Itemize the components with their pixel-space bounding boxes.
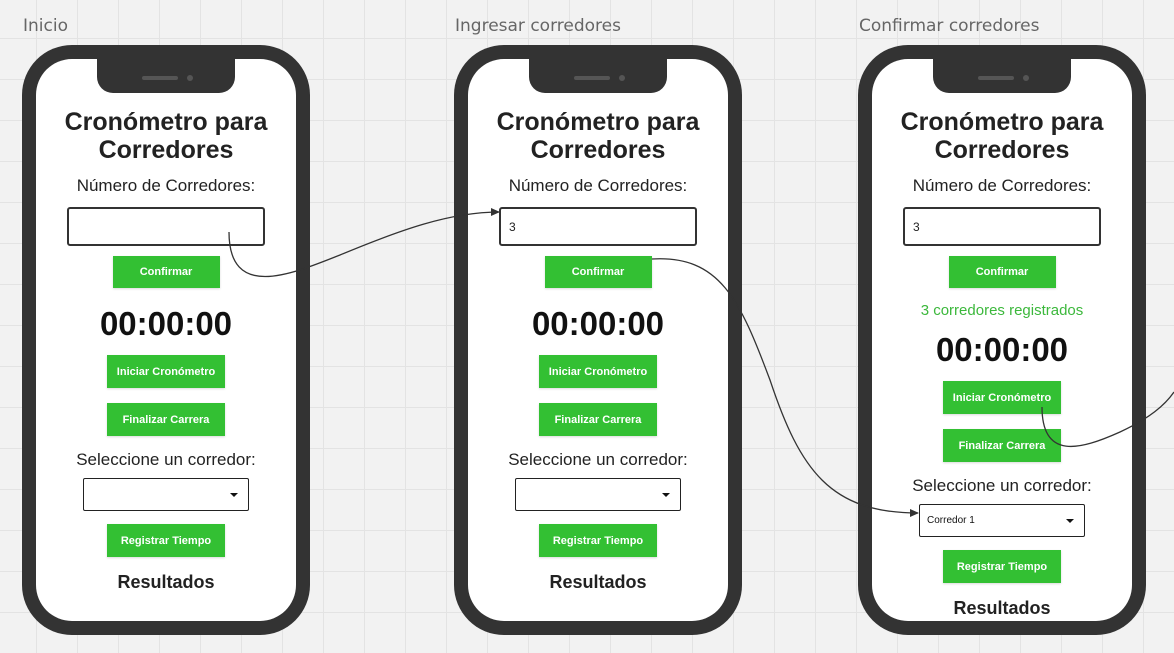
- runners-count-label: Número de Corredores:: [912, 176, 1092, 195]
- start-timer-button[interactable]: Iniciar Cronómetro: [943, 381, 1061, 414]
- confirm-button[interactable]: Confirmar: [544, 256, 652, 288]
- select-runner-label: Seleccione un corredor:: [76, 450, 256, 469]
- speaker-icon: [142, 76, 178, 80]
- camera-icon: [1023, 75, 1029, 81]
- frame-label-confirmar: Confirmar corredores: [859, 16, 1040, 36]
- runners-count-label: Número de Corredores:: [76, 176, 256, 195]
- phone-frame-ingresar: Cronómetro para Corredores Número de Cor…: [454, 45, 742, 635]
- register-time-button[interactable]: Registrar Tiempo: [539, 524, 657, 557]
- finish-race-button[interactable]: Finalizar Carrera: [539, 403, 657, 436]
- phone-frame-inicio: Cronómetro para Corredores Número de Cor…: [22, 45, 310, 635]
- camera-icon: [187, 75, 193, 81]
- phone-notch: [529, 59, 667, 93]
- runners-count-label: Número de Corredores:: [508, 176, 688, 195]
- phone-screen: Cronómetro para Corredores Número de Cor…: [36, 59, 296, 621]
- speaker-icon: [978, 76, 1014, 80]
- camera-icon: [619, 75, 625, 81]
- app-title: Cronómetro para Corredores: [900, 108, 1104, 164]
- timer-display: 00:00:00: [99, 305, 233, 342]
- results-heading: Resultados: [117, 572, 215, 592]
- registered-status-message: 3 corredores registrados: [920, 302, 1084, 319]
- confirm-button[interactable]: Confirmar: [112, 256, 220, 288]
- frame-label-ingresar: Ingresar corredores: [455, 16, 621, 36]
- runners-count-input[interactable]: [903, 207, 1101, 246]
- finish-race-button[interactable]: Finalizar Carrera: [107, 403, 225, 436]
- start-timer-button[interactable]: Iniciar Cronómetro: [539, 355, 657, 388]
- speaker-icon: [574, 76, 610, 80]
- register-time-button[interactable]: Registrar Tiempo: [943, 550, 1061, 583]
- runner-select[interactable]: [83, 478, 249, 511]
- finish-race-button[interactable]: Finalizar Carrera: [943, 429, 1061, 462]
- app-content: Cronómetro para Corredores Número de Cor…: [872, 59, 1132, 621]
- phone-screen: Cronómetro para Corredores Número de Cor…: [468, 59, 728, 621]
- runners-count-input[interactable]: [67, 207, 265, 246]
- app-content: Cronómetro para Corredores Número de Cor…: [468, 59, 728, 621]
- app-title: Cronómetro para Corredores: [496, 108, 700, 164]
- phone-notch: [933, 59, 1071, 93]
- frame-label-inicio: Inicio: [23, 16, 68, 36]
- phone-notch: [97, 59, 235, 93]
- select-runner-label: Seleccione un corredor:: [912, 476, 1092, 495]
- results-heading: Resultados: [549, 572, 647, 592]
- select-runner-label: Seleccione un corredor:: [508, 450, 688, 469]
- runners-count-input[interactable]: [499, 207, 697, 246]
- results-heading: Resultados: [953, 598, 1051, 618]
- app-title: Cronómetro para Corredores: [64, 108, 268, 164]
- confirm-button[interactable]: Confirmar: [948, 256, 1056, 288]
- timer-display: 00:00:00: [531, 305, 665, 342]
- phone-frame-confirmar: Cronómetro para Corredores Número de Cor…: [858, 45, 1146, 635]
- timer-display: 00:00:00: [935, 331, 1069, 368]
- app-content: Cronómetro para Corredores Número de Cor…: [36, 59, 296, 621]
- register-time-button[interactable]: Registrar Tiempo: [107, 524, 225, 557]
- caret-down-icon: [662, 493, 670, 497]
- caret-down-icon: [1066, 519, 1074, 523]
- phone-screen: Cronómetro para Corredores Número de Cor…: [872, 59, 1132, 621]
- runner-select[interactable]: [515, 478, 681, 511]
- start-timer-button[interactable]: Iniciar Cronómetro: [107, 355, 225, 388]
- caret-down-icon: [230, 493, 238, 497]
- runner-select-value: Corredor 1: [927, 515, 975, 526]
- runner-select[interactable]: Corredor 1: [919, 504, 1085, 537]
